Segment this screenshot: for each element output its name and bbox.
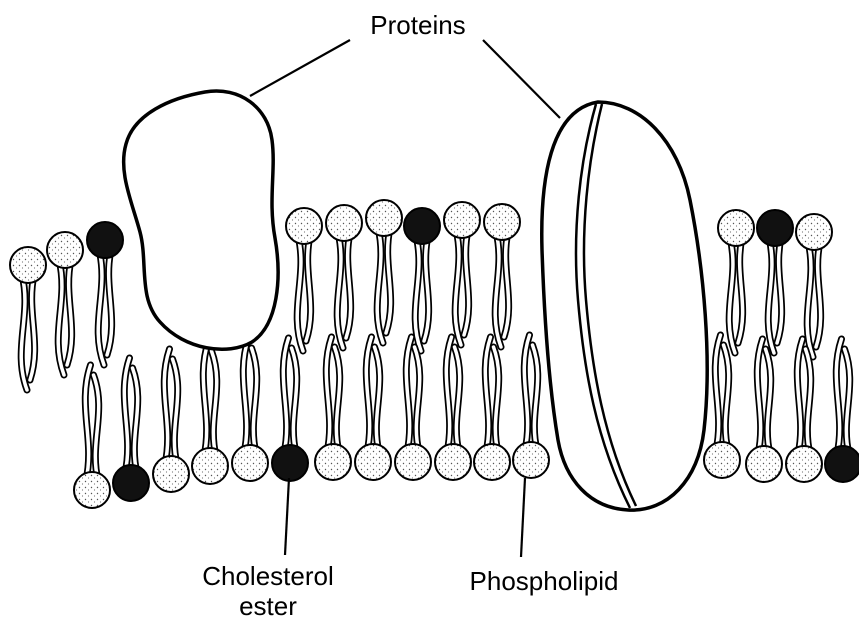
phospholipid-head [366,200,402,236]
phospholipid-head [513,442,549,478]
cholesterol-head [825,446,859,482]
proteins-leader-left [250,40,350,96]
phospholipid-head [355,444,391,480]
phospholipid-head [10,247,46,283]
cholesterol-head [113,465,149,501]
proteins-label: Proteins [370,10,465,40]
phospholipid-head [395,444,431,480]
phospholipid-head [74,472,110,508]
phospholipid-head [704,442,740,478]
phospholipid-head [286,208,322,244]
phospholipid-head [232,445,268,481]
phospholipid-head [47,232,83,268]
phospholipid-head [435,444,471,480]
proteins-leader-right [483,40,560,118]
phospholipid-head [326,205,362,241]
cholesterol-ester-label-line2: ester [239,591,297,621]
cholesterol-head [272,445,308,481]
cholesterol-head [404,208,440,244]
peripheral-protein [124,91,278,349]
phospholipid-head [474,444,510,480]
phospholipid-leader [521,478,525,557]
phospholipid-head [796,214,832,250]
cholesterol-leader [285,478,289,555]
phospholipid-head [315,444,351,480]
phospholipid-label: Phospholipid [470,566,619,596]
phospholipid-head [484,204,520,240]
cholesterol-ester-label-line1: Cholesterol [202,561,334,591]
phospholipid-head [444,202,480,238]
cholesterol-head [87,222,123,258]
phospholipid-head [746,446,782,482]
phospholipid-head [192,448,228,484]
phospholipid-head [153,456,189,492]
integral-protein [542,102,707,510]
phospholipid-head [718,210,754,246]
phospholipid-head [786,446,822,482]
cholesterol-head [757,210,793,246]
